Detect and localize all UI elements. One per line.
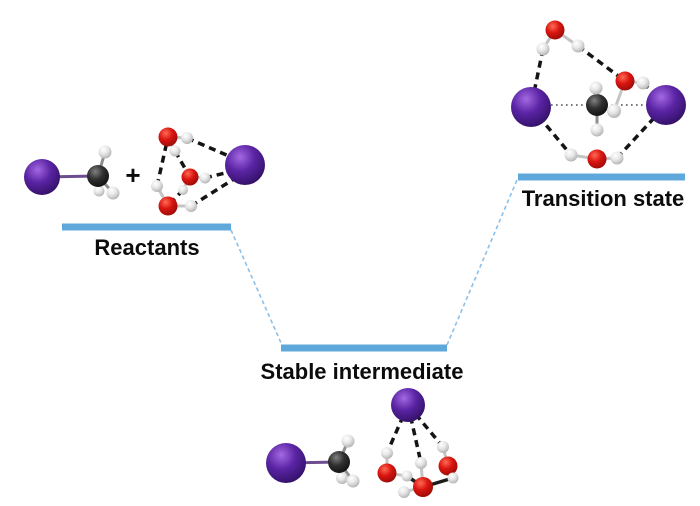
hydrogen-atom xyxy=(336,472,348,484)
hydrogen-atom xyxy=(341,434,355,448)
hydrogen-atom xyxy=(169,145,181,157)
energy-profile-layer xyxy=(62,173,685,352)
hydrogen-atom xyxy=(447,472,459,484)
hydrogen-bond xyxy=(204,166,246,180)
oxygen-atom xyxy=(158,196,178,216)
hydrogen-bond xyxy=(406,403,445,449)
hydrogen-atom xyxy=(536,42,550,56)
molecule-layer xyxy=(24,20,686,498)
connector-line xyxy=(230,229,283,346)
oxygen-atom xyxy=(181,168,199,186)
hydrogen-atom xyxy=(381,447,393,459)
hydrogen-bond xyxy=(576,44,627,83)
label-layer: + Reactants Stable intermediate Transiti… xyxy=(94,160,684,384)
reactant-water-trimer-iodide xyxy=(151,127,265,216)
intermediate-methyl-iodide xyxy=(266,434,360,488)
hydrogen-atom xyxy=(398,486,410,498)
hydrogen-atom xyxy=(181,132,193,144)
oxygen-atom xyxy=(158,127,178,147)
hydrogen-atom xyxy=(401,470,413,482)
carbon-atom xyxy=(586,94,608,116)
iodine-atom xyxy=(24,159,60,195)
hydrogen-atom xyxy=(98,145,112,159)
hydrogen-atom xyxy=(607,104,621,118)
hydrogen-atom xyxy=(590,123,604,137)
oxygen-atom xyxy=(615,71,635,91)
oxygen-atom xyxy=(438,456,458,476)
carbon-atom xyxy=(328,451,350,473)
hydrogen-atom xyxy=(571,39,585,53)
iodine-atom xyxy=(511,87,551,127)
hydrogen-atom xyxy=(564,148,578,162)
iodine-atom xyxy=(646,85,686,125)
hydrogen-atom xyxy=(199,172,211,184)
iodine-atom xyxy=(225,145,265,185)
hydrogen-atom xyxy=(589,81,603,95)
hydrogen-bond xyxy=(529,105,573,157)
oxygen-atom xyxy=(377,463,397,483)
hydrogen-atom xyxy=(185,200,197,212)
intermediate-iodide-water-cluster xyxy=(377,388,459,498)
hydrogen-atom xyxy=(346,474,360,488)
transition-state-label: Transition state xyxy=(522,186,685,211)
stable-intermediate-label: Stable intermediate xyxy=(261,359,464,384)
hydrogen-atom xyxy=(106,186,120,200)
hydrogen-atom xyxy=(415,457,427,469)
plus-sign: + xyxy=(125,160,140,190)
iodine-atom xyxy=(266,443,306,483)
hydrogen-atom xyxy=(151,180,163,192)
iodine-atom xyxy=(391,388,425,422)
oxygen-atom xyxy=(545,20,565,40)
reactants-label: Reactants xyxy=(94,235,199,260)
oxygen-atom xyxy=(413,477,433,497)
carbon-atom xyxy=(87,165,109,187)
hydrogen-bond xyxy=(385,404,410,454)
hydrogen-atom xyxy=(610,151,624,165)
hydrogen-atom xyxy=(93,185,105,197)
connector-line xyxy=(446,179,518,346)
oxygen-atom xyxy=(587,149,607,169)
hydrogen-atom xyxy=(636,76,650,90)
hydrogen-atom xyxy=(437,441,449,453)
transition-state-complex xyxy=(511,20,686,169)
hydrogen-bond xyxy=(406,404,423,464)
reactant-methyl-iodide xyxy=(24,145,120,200)
hydrogen-atom xyxy=(178,185,188,195)
